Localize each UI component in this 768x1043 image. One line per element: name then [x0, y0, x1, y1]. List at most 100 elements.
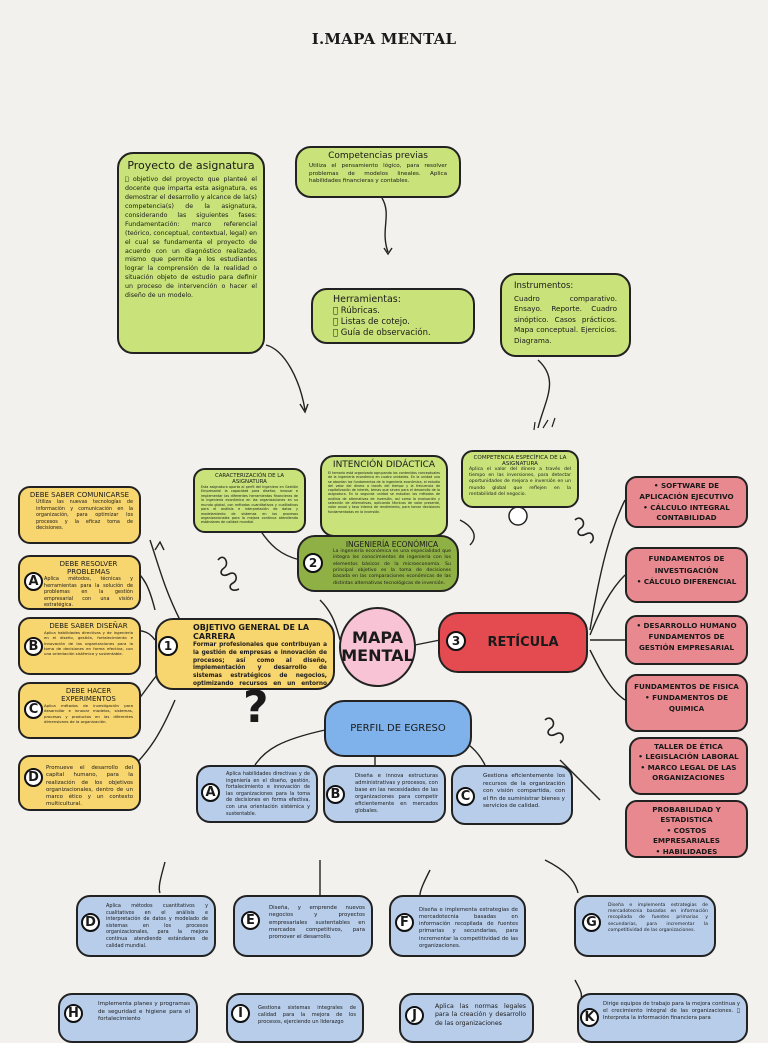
- perfil-item-b: Diseña e innova estructuras administrati…: [323, 765, 446, 823]
- left-box-title: DEBE HACER EXPERIMENTOS: [61, 687, 116, 703]
- reticula-item-text: • HABILIDADES DIRECTIVAS: [655, 846, 718, 856]
- left-box-body: Aplica métodos de investigación para des…: [44, 703, 133, 724]
- reticula-item-text: PROBABILIDAD Y ESTADISTICA: [652, 805, 721, 825]
- competencias-body: Utiliza el pensamiento lógico, para reso…: [309, 163, 447, 185]
- perfil-item-body: Dirige equipos de trabajo para la mejora…: [603, 1001, 741, 1022]
- letter-badge-g: G: [582, 913, 601, 932]
- letter-badge-c: C: [456, 787, 475, 806]
- perfil-item-body: Implementa planes y programas de segurid…: [98, 1001, 190, 1023]
- objetivo-body: Formar profesionales que contribuyan a l…: [193, 642, 327, 688]
- reticula-item: FUNDAMENTOS DE INVESTIGACIÓN • CÁLCULO D…: [625, 547, 748, 603]
- left-box-title: DEBE SABER DISEÑAR: [49, 622, 128, 630]
- objetivo-title: OBJETIVO GENERAL DE LA CARRERA: [193, 623, 310, 641]
- reticula-item-text: • DESARROLLO HUMANO: [636, 621, 737, 630]
- herramientas-title: Herramientas:: [333, 294, 401, 305]
- herramientas-item:   Rúbricas.: [333, 306, 380, 316]
- squiggle-2: [544, 717, 565, 744]
- decor-circle: [508, 506, 528, 526]
- reticula-item-text: FUNDAMENTOS DE INVESTIGACIÓN: [648, 554, 725, 575]
- perfil-item-body: Aplica métodos cuantitativos y cualitati…: [106, 903, 208, 949]
- competencia-especifica-box: COMPETENCIA ESPECÍFICA DE LA ASIGNATURA …: [461, 450, 579, 508]
- reticula-item: FUNDAMENTOS DE FISICA • FUNDAMENTOS DE Q…: [625, 674, 748, 732]
- letter-badge-f: F: [395, 913, 414, 932]
- letter-badge-d: D: [24, 768, 43, 787]
- letter-badge-d: D: [81, 913, 100, 932]
- proyecto-box: Proyecto de asignatura   objetivo del pr…: [117, 152, 265, 354]
- perfil-item-body: Diseña e implementa estrategias de merca…: [608, 903, 708, 933]
- objetivo-box: OBJETIVO GENERAL DE LA CARRERA Formar pr…: [155, 618, 335, 690]
- reticula-item: PROBABILIDAD Y ESTADISTICA • COSTOS EMPR…: [625, 800, 748, 858]
- reticula-title: RETÍCULA: [487, 635, 559, 650]
- reticula-item: • DESARROLLO HUMANO FUNDAMENTOS DE GESTI…: [625, 615, 748, 665]
- question-mark: ?: [243, 682, 269, 733]
- left-box-comunicarse: DEBE SABER COMUNICARSE Utiliza las nueva…: [18, 486, 141, 544]
- number-badge-1: 1: [158, 636, 178, 656]
- reticula-item-text: • SOFTWARE DE APLICACIÓN EJECUTIVO: [639, 481, 734, 501]
- perfil-item-body: Diseña e innova estructuras administrati…: [355, 773, 438, 815]
- left-box-disenar: DEBE SABER DISEÑAR Aplica habilidades di…: [18, 617, 141, 675]
- reticula-item-text: • FUNDAMENTOS DE QUIMICA: [644, 693, 729, 714]
- proyecto-body:   objetivo del proyecto que planteé el d…: [125, 176, 257, 300]
- letter-badge-b: B: [24, 637, 43, 656]
- letter-badge-h: H: [64, 1004, 83, 1023]
- perfil-egreso-box: PERFIL DE EGRESO: [324, 700, 472, 757]
- caracterizacion-box: CARACTERIZACIÓN DE LA ASIGNATURA Esta as…: [193, 468, 306, 533]
- left-box-title: DEBE RESOLVER PROBLEMAS: [59, 560, 118, 576]
- ingenieria-economica-title: INGENIERÍA ECONÓMICA: [345, 540, 439, 549]
- reticula-item-text: • MARCO LEGAL DE LAS ORGANIZACIONES: [640, 762, 737, 783]
- number-badge-2: 2: [303, 553, 323, 573]
- perfil-egreso-title: PERFIL DE EGRESO: [350, 723, 446, 734]
- perfil-item-body: Diseña e implementa estrategias de merca…: [419, 907, 518, 949]
- reticula-item: TALLER DE ÉTICA • LEGISLACIÓN LABORAL • …: [629, 737, 748, 795]
- perfil-item-body: Aplica las normas legales para la creaci…: [435, 1003, 526, 1027]
- intencion-title: INTENCIÓN DIDÁCTICA: [332, 460, 436, 470]
- herramientas-item:   Guía de observación.: [333, 328, 431, 339]
- reticula-item-text: FUNDAMENTOS DE GESTIÓN EMPRESARIAL: [638, 631, 735, 652]
- proyecto-title: Proyecto de asignatura: [127, 159, 255, 172]
- page-title: I.MAPA MENTAL: [311, 30, 457, 48]
- ingenieria-economica-body: La ingeniería económica es una especiali…: [333, 549, 451, 586]
- letter-badge-a: A: [201, 783, 220, 802]
- reticula-item-text: FUNDAMENTOS DE FISICA: [634, 682, 739, 691]
- number-badge-3: 3: [446, 631, 466, 651]
- left-box-body: Aplica métodos, técnicas y herramientas …: [44, 576, 133, 609]
- perfil-item-body: Diseña, y emprende nuevos negocios y pro…: [269, 905, 365, 941]
- squiggle-1: [217, 556, 240, 591]
- competencias-box: Competencias previas Utiliza el pensamie…: [295, 146, 461, 198]
- reticula-item-text: CONTABILIDAD: [656, 513, 717, 523]
- intencion-box: INTENCIÓN DIDÁCTICA El temario está orga…: [320, 455, 448, 537]
- intencion-body: El temario está organizado agrupando los…: [328, 471, 440, 514]
- center-line1: MAPA: [352, 628, 403, 648]
- reticula-item: • SOFTWARE DE APLICACIÓN EJECUTIVO • CÁL…: [625, 476, 748, 528]
- competencia-especifica-body: Aplica el valor del dinero a través del …: [469, 467, 571, 497]
- squiggle-3: [574, 517, 595, 544]
- letter-badge-c: C: [24, 700, 43, 719]
- perfil-item-body: Gestiona sistemas integrales de calidad …: [258, 1005, 356, 1025]
- letter-badge-i: I: [231, 1004, 250, 1023]
- letter-badge-b: B: [326, 785, 345, 804]
- letter-badge-k: K: [580, 1008, 599, 1027]
- herramientas-item:   Listas de cotejo.: [333, 317, 410, 328]
- reticula-item-text: • COSTOS EMPRESARIALES: [653, 825, 720, 846]
- instrumentos-title: Instrumentos:: [514, 281, 574, 291]
- center-node: MAPA MENTAL: [339, 607, 416, 687]
- letter-badge-a: A: [24, 572, 43, 591]
- perfil-item-body: Aplica habilidades directivas y de ingen…: [226, 771, 310, 817]
- reticula-item-text: • LEGISLACIÓN LABORAL: [638, 752, 739, 762]
- left-box-body: Utiliza las nuevas tecnologías de inform…: [36, 499, 133, 532]
- instrumentos-box: Instrumentos: Cuadro comparativo. Ensayo…: [500, 273, 631, 357]
- competencias-title: Competencias previas: [328, 151, 428, 161]
- perfil-item-k: Dirige equipos de trabajo para la mejora…: [577, 993, 748, 1043]
- instrumentos-body: Cuadro comparativo. Ensayo. Reporte. Cua…: [514, 294, 617, 345]
- left-box-body: Aplica habilidades directivas y de ingen…: [44, 630, 133, 657]
- reticula-item-text: • CÁLCULO INTEGRAL: [643, 502, 730, 512]
- letter-badge-j: J: [405, 1006, 424, 1025]
- letter-badge-e: E: [241, 911, 260, 930]
- ingenieria-economica-box: INGENIERÍA ECONÓMICA La ingeniería econó…: [297, 535, 459, 592]
- left-box-title: DEBE SABER COMUNICARSE: [29, 491, 130, 499]
- reticula-item-text: • CÁLCULO DIFERENCIAL: [636, 577, 737, 587]
- caracterizacion-title: CARACTERIZACIÓN DE LA ASIGNATURA: [214, 473, 285, 485]
- center-line2: MENTAL: [341, 646, 414, 665]
- competencia-especifica-title: COMPETENCIA ESPECÍFICA DE LA ASIGNATURA: [473, 455, 567, 467]
- caracterizacion-body: Esta asignatura aporta al perfil del Ing…: [201, 485, 298, 525]
